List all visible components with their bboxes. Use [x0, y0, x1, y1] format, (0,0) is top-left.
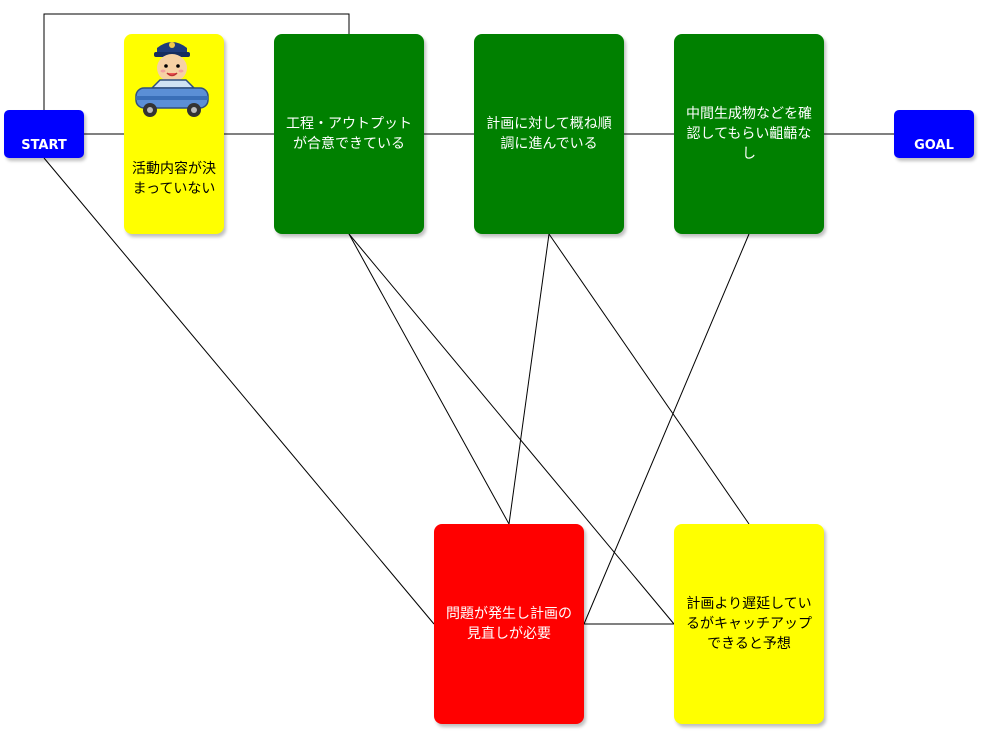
edge-agreed-delay	[348, 233, 675, 625]
edge-start-agreed-over-top	[43, 13, 350, 110]
confirmed-label: 中間生成物などを確認してもらい齟齬なし	[686, 106, 812, 162]
edge-ontrack-problem	[508, 233, 550, 525]
agreed-node[interactable]: 工程・アウトプットが合意できている	[274, 34, 424, 234]
problem-label: 問題が発生し計画の見直しが必要	[446, 606, 572, 642]
edge-confirmed-problem	[583, 233, 750, 625]
start-node[interactable]: START	[4, 110, 84, 158]
on-track-node[interactable]: 計画に対して概ね順調に進んでいる	[474, 34, 624, 234]
undecided-label: 活動内容が決まっていない	[132, 161, 216, 197]
agreed-label: 工程・アウトプットが合意できている	[286, 116, 412, 152]
undecided-node[interactable]: 活動内容が決まっていない	[124, 34, 224, 234]
on-track-label: 計画に対して概ね順調に進んでいる	[486, 116, 612, 152]
delay-label: 計画より遅延しているがキャッチアップできると予想	[686, 596, 812, 652]
problem-node[interactable]: 問題が発生し計画の見直しが必要	[434, 524, 584, 724]
edge-ontrack-delay	[548, 233, 750, 525]
edge-start-problem	[43, 157, 435, 625]
police-car-icon	[135, 42, 209, 117]
goal-label: GOAL	[914, 138, 954, 153]
confirmed-node[interactable]: 中間生成物などを確認してもらい齟齬なし	[674, 34, 824, 234]
goal-node[interactable]: GOAL	[894, 110, 974, 158]
edge-agreed-problem	[348, 233, 510, 525]
delay-node[interactable]: 計画より遅延しているがキャッチアップできると予想	[674, 524, 824, 724]
start-label: START	[21, 138, 67, 153]
